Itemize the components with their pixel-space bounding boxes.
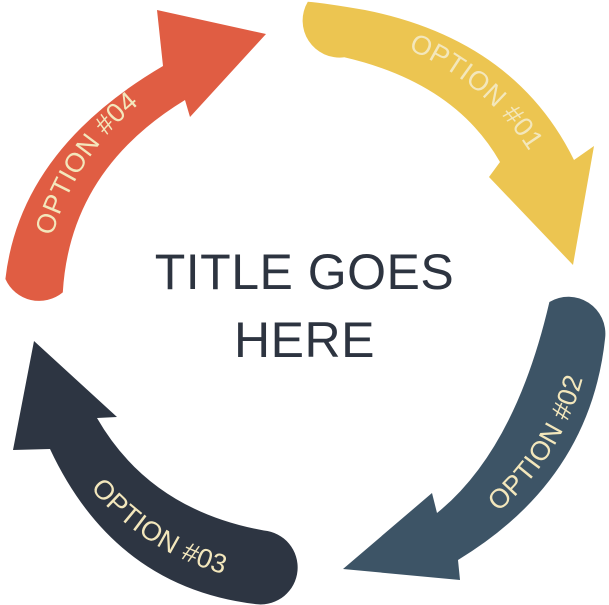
arrow-shape [13,341,298,605]
arrow-shape [343,296,606,580]
arrow-shape [302,1,594,265]
arrow-shape [5,10,267,301]
option-arrow-03: OPTION #03 [13,341,298,605]
diagram-title: TITLE GOES HERE [0,238,609,374]
title-line-2: HERE [234,312,375,368]
option-arrow-01: OPTION #01 [302,1,594,265]
option-label-04: OPTION #04 [29,85,143,238]
option-label-01: OPTION #01 [406,28,550,155]
title-line-1: TITLE GOES [154,244,455,300]
